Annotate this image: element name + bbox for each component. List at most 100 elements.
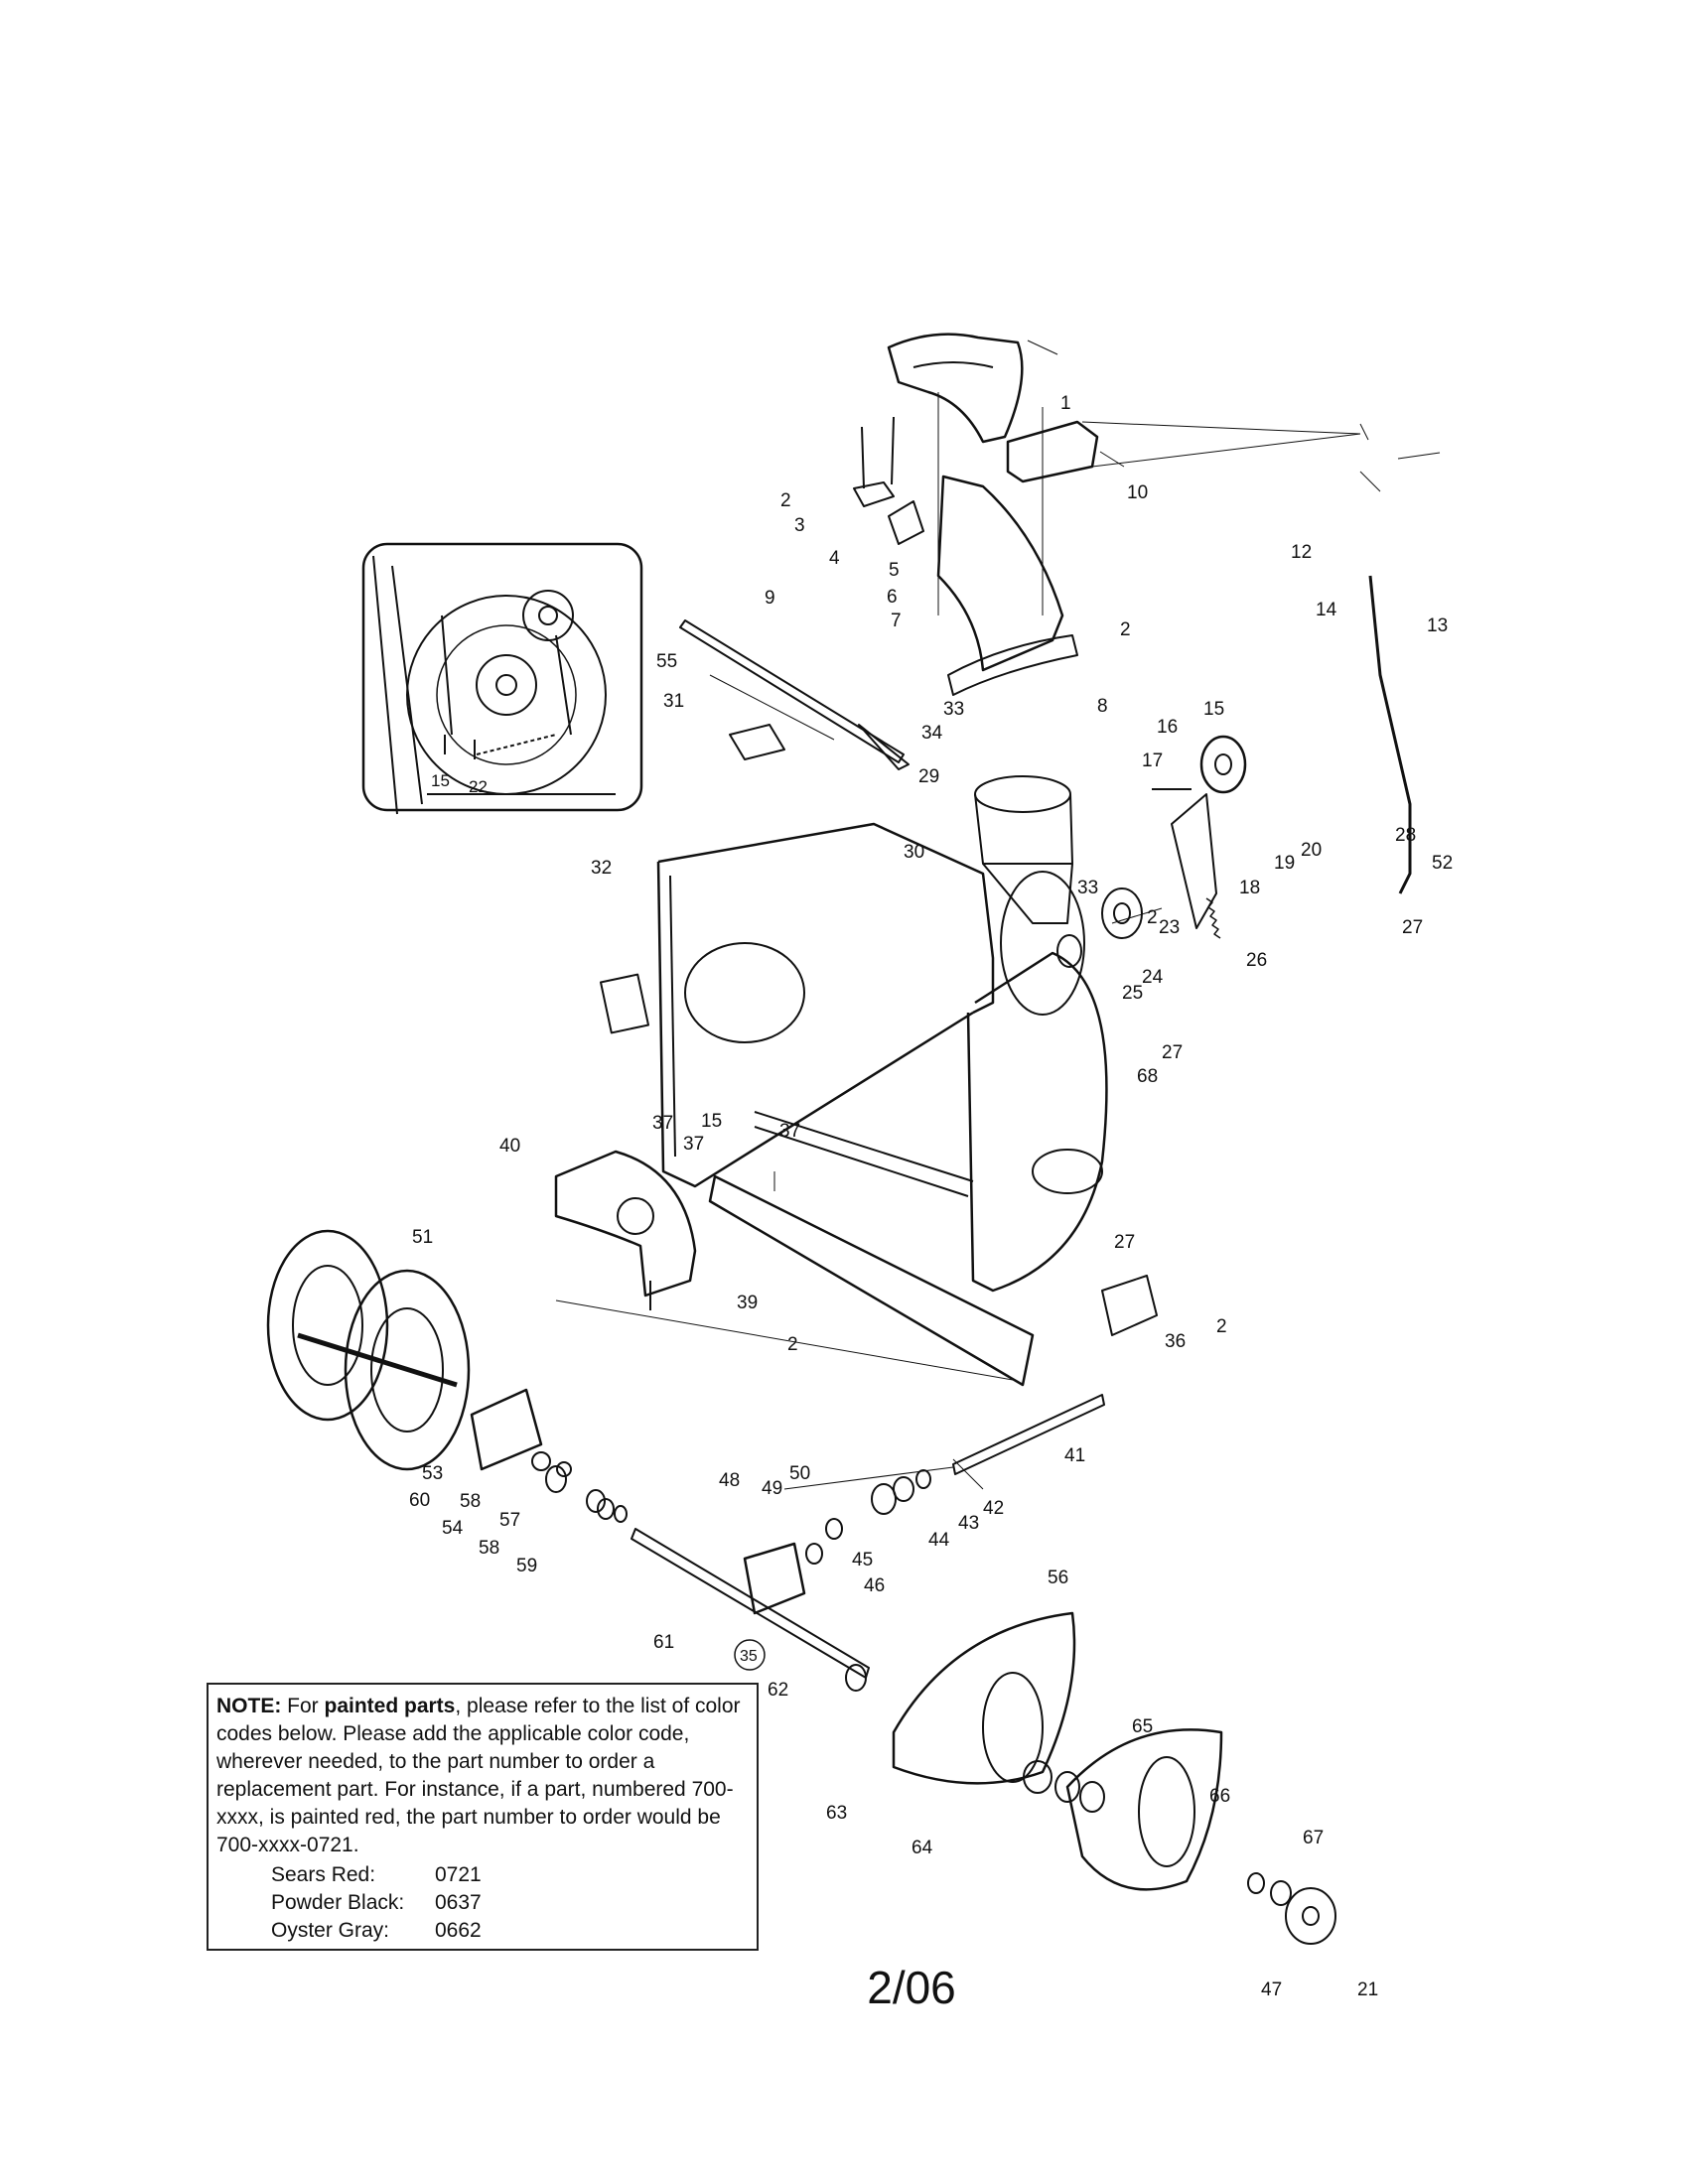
leader-lines (555, 340, 1441, 1490)
chute-bracket-part-3 (853, 416, 895, 507)
callout-61: 61 (653, 1632, 674, 1653)
callout-4: 4 (829, 548, 840, 569)
callout-37: 37 (652, 1113, 673, 1134)
callout-34: 34 (921, 723, 943, 744)
auger-part-51 (266, 1229, 471, 1471)
callout-21: 21 (1357, 1979, 1378, 2000)
inset-callout-15: 15 (431, 771, 450, 790)
color-name: Sears Red: (271, 1863, 376, 1886)
callout-20: 20 (1301, 840, 1322, 861)
note-prefix: NOTE: (216, 1695, 282, 1717)
callout-33: 33 (1077, 878, 1098, 898)
callout-25: 25 (1122, 983, 1143, 1004)
callout-35-circle (734, 1639, 766, 1671)
callout-35: 35 (740, 1648, 758, 1665)
chute-base-part-29 (974, 775, 1073, 924)
note-text: NOTE: For painted parts, please refer to… (216, 1693, 751, 1859)
callout-43: 43 (958, 1513, 979, 1534)
callout-9: 9 (765, 588, 775, 609)
color-code-row: Sears Red: 0721 (271, 1861, 751, 1889)
callout-30: 30 (904, 842, 924, 863)
pulley-assembly-part-16 (1152, 735, 1247, 929)
chute-part-1 (887, 333, 1044, 615)
callout-45: 45 (852, 1550, 873, 1570)
callout-27: 27 (1162, 1042, 1183, 1063)
callout-2: 2 (780, 490, 791, 511)
callout-55: 55 (656, 651, 677, 672)
callout-24: 24 (1142, 967, 1164, 988)
callout-39: 39 (737, 1293, 758, 1313)
callout-5: 5 (889, 560, 900, 581)
callout-33: 33 (943, 699, 964, 720)
callout-2: 2 (1120, 619, 1131, 640)
drive-shaft-part-9 (679, 619, 910, 770)
belt-guide-part-31 (729, 724, 785, 760)
shaft-part-41 (952, 1394, 1105, 1490)
callout-15: 15 (1203, 699, 1224, 720)
spring-part-26 (1205, 897, 1221, 939)
callout-48: 48 (719, 1470, 740, 1491)
callout-29: 29 (918, 766, 939, 787)
callout-2: 2 (1216, 1316, 1227, 1337)
callout-labels: 1 2 2 2 2 2 3 4 5 6 7 8 9 10 12 13 14 15… (409, 393, 1453, 2000)
callout-2: 2 (787, 1334, 798, 1355)
chute-cam-part-4 (888, 500, 924, 545)
callout-40: 40 (499, 1136, 520, 1157)
callout-59: 59 (516, 1556, 537, 1576)
inset-detail (361, 542, 643, 815)
lower-chute-part-7 (936, 475, 1078, 696)
callout-49: 49 (762, 1478, 782, 1499)
note-text-1: For (281, 1695, 325, 1717)
callout-13: 13 (1427, 615, 1448, 636)
bearing-parts-23 (1056, 887, 1143, 968)
color-code: 0637 (435, 1891, 482, 1914)
callout-15: 15 (701, 1111, 722, 1132)
callout-47: 47 (1261, 1979, 1282, 2000)
control-rod-part-14 (1368, 575, 1412, 894)
callout-14: 14 (1316, 600, 1337, 620)
callout-67: 67 (1303, 1828, 1324, 1848)
callout-50: 50 (789, 1463, 810, 1484)
callout-52: 52 (1432, 853, 1453, 874)
callout-1: 1 (1060, 393, 1071, 414)
callout-3: 3 (794, 515, 805, 536)
callout-44: 44 (928, 1530, 950, 1551)
inset-callout-22: 22 (469, 777, 488, 796)
impeller-part-40 (554, 1150, 697, 1310)
callout-7: 7 (891, 611, 902, 631)
skid-part-36 (1101, 1275, 1158, 1336)
callout-57: 57 (499, 1510, 520, 1531)
callout-27: 27 (1114, 1232, 1135, 1253)
callout-42: 42 (983, 1498, 1004, 1519)
callout-26: 26 (1246, 950, 1267, 971)
callout-23: 23 (1159, 917, 1180, 938)
callout-36: 36 (1165, 1331, 1186, 1352)
callout-53: 53 (422, 1463, 443, 1484)
callout-12: 12 (1291, 542, 1312, 563)
callout-37: 37 (683, 1134, 704, 1155)
callout-66: 66 (1209, 1786, 1230, 1807)
callout-64: 64 (912, 1838, 933, 1858)
deflector-part-10 (1006, 420, 1099, 483)
painted-parts-note: NOTE: For painted parts, please refer to… (207, 1683, 759, 1951)
shave-plate-part-39 (708, 1174, 1035, 1387)
callout-56: 56 (1048, 1568, 1068, 1588)
color-code-row: Powder Black: 0637 (271, 1889, 751, 1917)
auger-housing-part-32 (600, 822, 1108, 1293)
callout-32: 32 (591, 858, 612, 879)
color-code-list: Sears Red: 0721 Powder Black: 0637 Oyster … (271, 1861, 751, 1945)
callout-41: 41 (1064, 1445, 1085, 1466)
callout-17: 17 (1142, 751, 1163, 771)
callout-16: 16 (1157, 717, 1178, 738)
note-bold-phrase: painted parts (324, 1695, 456, 1717)
callout-58: 58 (479, 1538, 499, 1559)
callout-54: 54 (442, 1518, 464, 1539)
color-code: 0721 (435, 1863, 482, 1886)
callout-10: 10 (1127, 482, 1148, 503)
callout-62: 62 (768, 1680, 788, 1701)
color-code-row: Oyster Gray:0662 (271, 1917, 751, 1945)
color-name: Powder Black: (271, 1891, 405, 1914)
callout-2: 2 (1147, 907, 1158, 928)
callout-46: 46 (864, 1575, 885, 1596)
